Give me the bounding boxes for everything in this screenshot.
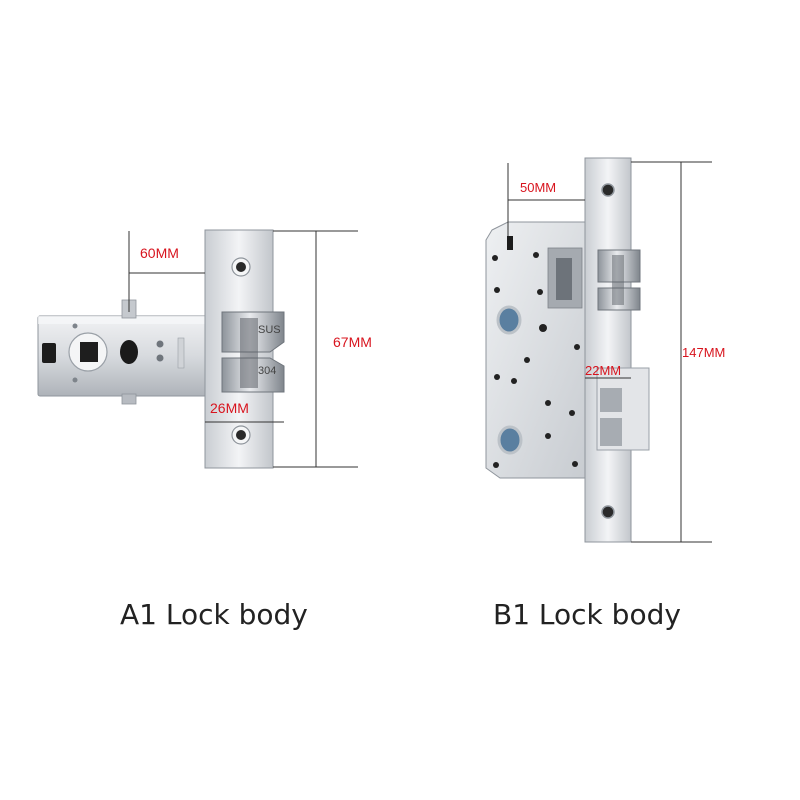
b1-backset-dimension-label: 50MM — [520, 180, 557, 195]
a1-backset-dimension-label: 60MM — [140, 245, 179, 261]
a1-lock-body: SUS 304 — [37, 229, 358, 469]
b1-faceplate — [584, 157, 632, 543]
b1-faceplate-height-dimension-label: 147MM — [682, 345, 726, 360]
b1-deadbolt — [596, 367, 650, 451]
a1-caption: A1 Lock body — [120, 598, 308, 631]
a1-mark-304: 304 — [258, 365, 276, 377]
a1-faceplate-height-dimension-label: 67MM — [333, 334, 372, 350]
b1-caption: B1 Lock body — [493, 598, 681, 631]
a1-mark-sus: SUS — [258, 324, 281, 336]
a1-latch-bolt — [221, 311, 285, 393]
b1-dimension-lines — [507, 161, 712, 543]
b1-latch-width-dimension-label: 22MM — [585, 363, 622, 378]
b1-lock-body — [485, 157, 712, 543]
a1-latch-width-dimension-label: 26MM — [210, 400, 249, 416]
a1-dimension-lines — [128, 230, 358, 468]
